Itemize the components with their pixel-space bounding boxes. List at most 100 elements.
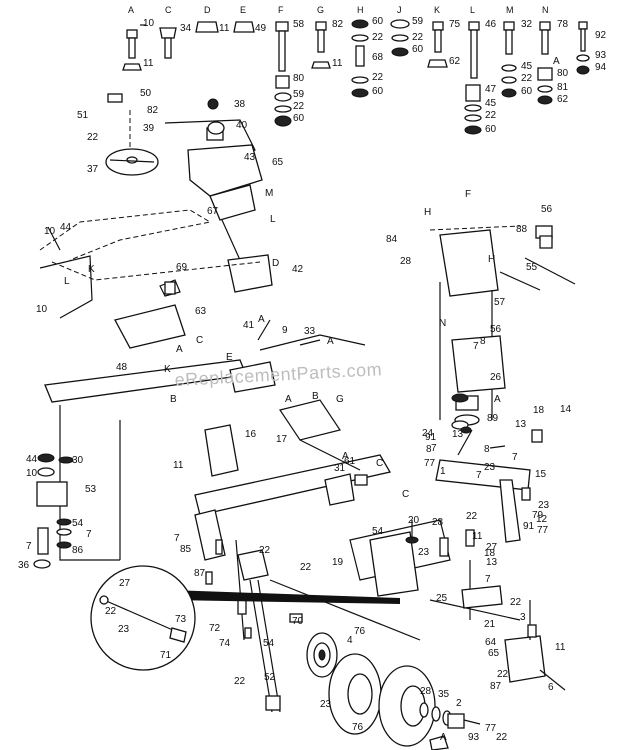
hardware-column-letter: F	[278, 5, 284, 15]
hardware-part-number: 11	[332, 58, 343, 69]
part-number-label: 13	[486, 557, 498, 568]
hardware-part-number: 92	[595, 30, 607, 41]
part-number-label: G	[336, 394, 344, 405]
part-number-label: 87	[194, 568, 206, 579]
part-number-label: 41	[243, 320, 255, 331]
leader-lines	[47, 24, 506, 540]
part-number-label: 44	[60, 222, 72, 233]
part-number-label: M	[265, 188, 273, 199]
part-number-label: 87	[490, 681, 502, 692]
part-number-label: 18	[533, 405, 545, 416]
part-number-label: 91	[425, 432, 437, 443]
part-number-label: K	[88, 264, 95, 275]
hardware-column-letter: A	[128, 5, 134, 15]
hardware-column-letter: H	[357, 5, 364, 15]
hardware-part-number: 22	[412, 32, 424, 43]
part-number-label: 10	[26, 468, 38, 479]
part-number-label: 22	[259, 545, 271, 556]
part-number-label: 12	[536, 514, 548, 525]
part-number-label: 33	[304, 326, 316, 337]
part-number-label: 23	[418, 547, 430, 558]
part-number-label: 65	[272, 157, 284, 168]
part-number-label: 23	[484, 462, 496, 473]
hardware-part-number: 78	[557, 19, 569, 30]
part-number-label: 11	[472, 531, 483, 542]
part-number-label: 55	[526, 262, 538, 273]
part-number-label: 30	[72, 455, 84, 466]
part-number-label: D	[272, 258, 279, 269]
hardware-part-number: 22	[485, 110, 497, 121]
part-number-label: 50	[140, 88, 152, 99]
part-number-label: 11	[555, 642, 566, 653]
part-number-label: 3	[520, 612, 526, 623]
part-number-label: C	[402, 489, 409, 500]
hardware-part-number: 62	[449, 56, 461, 67]
part-number-label: 7	[473, 341, 479, 352]
part-number-label: 42	[292, 264, 304, 275]
part-number-label: 53	[85, 484, 97, 495]
hardware-part-number: 45	[521, 61, 533, 72]
part-number-label: 84	[386, 234, 398, 245]
part-number-label: L	[64, 276, 70, 287]
part-number-label: 77	[485, 723, 497, 734]
hardware-part-number: 59	[293, 89, 305, 100]
part-number-label: 22	[510, 597, 522, 608]
part-number-label: 20	[408, 515, 420, 526]
part-number-label: 22	[300, 562, 312, 573]
hardware-part-number: 75	[449, 19, 461, 30]
part-number-label: 74	[219, 638, 231, 649]
hardware-part-number: 22	[293, 101, 305, 112]
part-number-label: 24	[422, 428, 434, 439]
front-wheel	[306, 632, 481, 750]
part-number-label: 17	[276, 434, 288, 445]
part-number-label: 7	[86, 529, 92, 540]
part-number-label: 56	[541, 204, 553, 215]
hardware-part-number: 60	[293, 113, 305, 124]
part-number-label: 69	[176, 262, 188, 273]
hardware-part-number: 34	[180, 23, 192, 34]
part-number-label: 16	[245, 429, 257, 440]
part-number-label: H	[424, 207, 431, 218]
part-number-label: 64	[485, 637, 497, 648]
part-number-label: 86	[72, 545, 84, 556]
hardware-column-letter: M	[506, 5, 514, 15]
part-number-label: 35	[438, 689, 450, 700]
hardware-part-number: 60	[372, 86, 384, 97]
part-number-label: 23	[320, 699, 332, 710]
part-number-label: 54	[372, 526, 384, 537]
part-number-label: 22	[466, 511, 478, 522]
part-number-label: 6	[548, 682, 554, 693]
hardware-part-number: 80	[557, 68, 569, 79]
part-number-label: 85	[180, 544, 192, 555]
hardware-part-number: 58	[293, 19, 305, 30]
hardware-part-number: 62	[557, 94, 569, 105]
part-number-label: 7	[485, 574, 491, 585]
hardware-column-labels: A1011C34D11E49F5880592260G8211H602268226…	[128, 5, 607, 135]
part-number-label: 72	[209, 623, 221, 634]
part-number-label: 91	[523, 521, 535, 532]
part-number-label: 77	[537, 525, 549, 536]
part-number-label: 37	[87, 164, 99, 175]
hardware-part-number: 11	[219, 23, 230, 34]
part-number-label: 1	[440, 466, 446, 477]
part-number-label: 13	[515, 419, 527, 430]
right-spindle	[435, 459, 566, 691]
part-number-label: 4	[347, 635, 353, 646]
hardware-part-number: 11	[143, 58, 154, 69]
part-number-label: 56	[490, 324, 502, 335]
hardware-part-number: 59	[412, 16, 424, 27]
part-number-label: 27	[486, 542, 498, 553]
part-number-label: 73	[175, 614, 187, 625]
part-number-label: B	[312, 391, 319, 402]
part-number-label: 22	[497, 669, 509, 680]
part-number-label: 19	[332, 557, 344, 568]
part-number-label: 22	[105, 606, 117, 617]
part-number-label: 26	[490, 372, 502, 383]
hardware-column-letter: J	[397, 5, 402, 15]
hardware-part-number: 32	[521, 19, 533, 30]
hardware-part-number: 60	[372, 16, 384, 27]
part-number-label: 61	[344, 456, 356, 467]
part-number-label: 93	[468, 732, 480, 743]
